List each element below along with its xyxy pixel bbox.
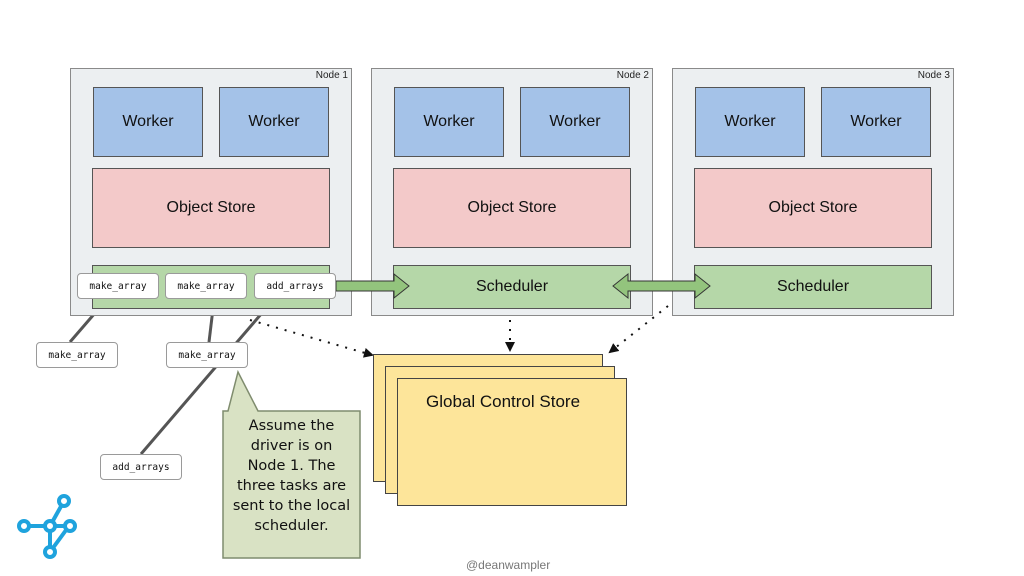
dotted-link-node1-gcs (249, 319, 374, 358)
incoming-task: add_arrays (100, 454, 182, 480)
node-label: Node 2 (616, 70, 649, 81)
node-label: Node 1 (315, 70, 348, 81)
incoming-task: make_array (166, 342, 248, 368)
worker-box: Worker (695, 87, 805, 157)
queued-task: make_array (165, 273, 247, 299)
worker-box: Worker (821, 87, 931, 157)
callout-line: scheduler. (254, 518, 329, 534)
worker-box: Worker (394, 87, 504, 157)
incoming-task: make_array (36, 342, 118, 368)
worker-box: Worker (93, 87, 203, 157)
object-store: Object Store (92, 168, 330, 248)
queued-task: add_arrays (254, 273, 336, 299)
gcs-label: Global Control Store (426, 392, 581, 411)
callout-line: sent to the local (232, 498, 351, 514)
node-3: Node 3 Worker Worker Object Store Schedu… (672, 68, 954, 316)
node-2: Node 2 Worker Worker Object Store Schedu… (371, 68, 653, 316)
gcs-shard-front: Global Control Store (397, 378, 627, 506)
object-store: Object Store (694, 168, 932, 248)
scheduler-box: Scheduler (694, 265, 932, 309)
callout-line: three tasks are (236, 478, 347, 494)
worker-box: Worker (219, 87, 329, 157)
callout-line: Assume the (248, 418, 335, 434)
forward-arrow (335, 272, 410, 300)
node-label: Node 3 (917, 70, 950, 81)
scheduler-box: Scheduler (393, 265, 631, 309)
task-arrow-3 (139, 289, 283, 455)
worker-box: Worker (520, 87, 630, 157)
queued-task: make_array (77, 273, 159, 299)
callout-line: Node 1. The (247, 458, 336, 474)
ray-logo-icon (17, 494, 77, 559)
dotted-link-node3-gcs (608, 305, 669, 354)
bidirectional-arrow (612, 272, 711, 300)
object-store: Object Store (393, 168, 631, 248)
credit-text: @deanwampler (466, 558, 551, 572)
callout-text: Assume the driver is on Node 1. The thre… (223, 416, 360, 536)
callout-line: driver is on (250, 438, 333, 454)
